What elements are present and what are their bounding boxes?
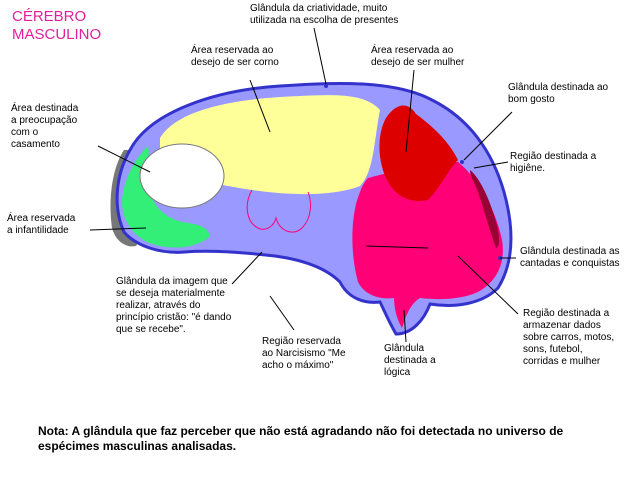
region-carros (352, 161, 503, 328)
gland-criatividade (324, 84, 328, 88)
label-casamento: Área destinada a preocupação com o casam… (11, 103, 79, 150)
region-mulher (379, 105, 458, 202)
label-corno: Área reservada ao desejo de ser corno (191, 45, 279, 68)
gland-bom-gosto (460, 160, 464, 164)
region-higiene (470, 170, 499, 248)
region-casamento (139, 143, 225, 209)
label-carros: Região destinada a armazenar dados sobre… (523, 308, 615, 367)
region-narcisismo-outline (246, 189, 311, 233)
footnote: Nota: A glândula que faz perceber que nã… (38, 424, 564, 453)
label-imagem: Glândula da imagem que se deseja materia… (116, 276, 232, 335)
page-title: CÉREBRO MASCULINO (12, 8, 102, 43)
label-bom-gosto: Glândula destinada ao bom gosto (508, 82, 609, 105)
label-logica: Glândula destinada a lógica (384, 343, 436, 378)
label-narcisismo: Região reservada ao Narcisismo "Me acho … (262, 336, 346, 371)
label-infantilidade: Área reservada a infantilidade (7, 213, 76, 236)
label-higiene: Região destinada a higiêne. (510, 151, 597, 174)
label-criatividade: Glândula da criatividade, muito utilizad… (250, 3, 399, 26)
label-cantadas: Glândula destinada as cantadas e conquis… (520, 246, 620, 269)
leader-lines (89, 27, 519, 343)
label-mulher: Área reservada ao desejo de ser mulher (371, 45, 465, 68)
